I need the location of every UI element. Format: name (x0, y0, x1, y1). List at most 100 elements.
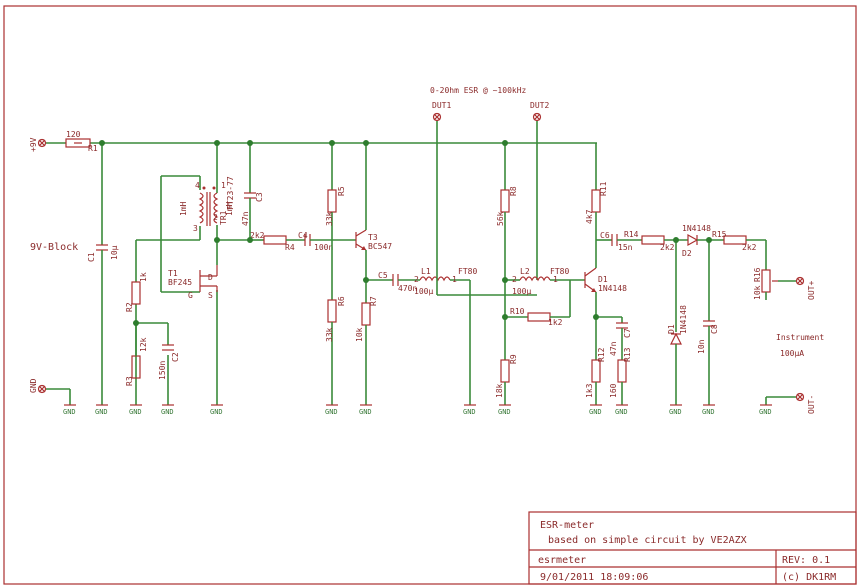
r13-value: 160 (609, 383, 618, 398)
c3-name: C3 (255, 192, 264, 202)
jfet-t1: T1 BF245 D G S (168, 265, 218, 300)
t1-pin-g: G (188, 291, 193, 300)
t2-name: T3 (368, 233, 378, 242)
junction-dot (214, 237, 220, 243)
esr-note: 0-20hm ESR @ ~100kHz (430, 86, 527, 95)
t1-pin-d: D (208, 273, 213, 282)
t1-pin-s: S (208, 291, 213, 300)
tr1-value-primary: 1mH (179, 201, 188, 216)
r14-name: R14 (624, 230, 639, 239)
c8-name: C8 (710, 324, 719, 334)
c2-value: 150n (158, 361, 167, 380)
ground-label: GND (759, 408, 772, 416)
resistor-r2: R2 1k (125, 272, 148, 312)
title-block-datetime: 9/01/2011 18:09:06 (540, 572, 648, 583)
ground-label: GND (325, 408, 338, 416)
junction-dot (502, 314, 508, 320)
tr1-core: FT23-77 (226, 176, 235, 210)
junction-dot (329, 140, 335, 146)
instrument-label: Instrument (776, 333, 824, 342)
r11-value: 4k7 (585, 209, 594, 224)
capacitor-c4: C4 100n (298, 231, 356, 252)
c1-value: 10µ (110, 245, 119, 260)
r4-value: 2k2 (250, 231, 265, 240)
resistor-r7: R7 10k (355, 280, 378, 405)
r1-name: R1 (88, 144, 98, 153)
junction-dot (706, 237, 712, 243)
transistor-t2: T3 BC547 (355, 143, 392, 280)
ground-label: GND (463, 408, 476, 416)
resistor-r4: 2k2 R4 (250, 231, 305, 252)
supply-label: +9V (29, 137, 38, 152)
c7-name: C7 (623, 328, 632, 338)
t3-value: 1N4148 (598, 284, 627, 293)
dut1-connector[interactable]: DUT1 (432, 101, 451, 122)
r7-name: R7 (369, 296, 378, 306)
tr1-pin-1: 1 (221, 181, 226, 190)
t3-name: D1 (598, 275, 608, 284)
r8-value: 56k (496, 211, 505, 226)
r5-value: 33k (325, 211, 334, 226)
l1-value: 100µ (414, 287, 433, 296)
r5-name: R5 (337, 186, 346, 196)
title-block: ESR-meter based on simple circuit by VE2… (528, 511, 857, 585)
resistor-r1: 120 R1 (65, 130, 98, 153)
c3-value: 47n (241, 211, 250, 226)
junction-dot (593, 314, 599, 320)
resistor-r3: R3 12k (125, 335, 148, 386)
r2-name: R2 (125, 302, 134, 312)
r16-value: 10k (753, 285, 762, 300)
out-plus-connector[interactable]: OUT+ (795, 276, 817, 301)
r9-value: 18k (495, 383, 504, 398)
r3-value: 12k (139, 337, 148, 352)
capacitor-c2: C2 150n (158, 344, 180, 380)
junction-dot (502, 277, 508, 283)
tr1-value-secondary: 1mH (225, 201, 234, 216)
ground-label: GND (359, 408, 372, 416)
c4-value: 100n (314, 243, 333, 252)
capacitor-c8: C8 10n (697, 240, 719, 405)
supply-connector[interactable]: +9V (29, 137, 47, 152)
tr1-pin-2: 2 (213, 213, 218, 222)
title-block-revision: REV: 0.1 (782, 555, 830, 566)
gnd-input-connector[interactable]: GND (29, 378, 71, 405)
r12-value: 1k3 (585, 383, 594, 398)
l2-value: 100µ (512, 287, 531, 296)
junction-dot (133, 320, 139, 326)
r15-value: 2k2 (742, 243, 757, 252)
resistor-r9: R9 18k (495, 354, 518, 405)
ground-label: GND (589, 408, 602, 416)
ground-label: GND (161, 408, 174, 416)
junction-dot (247, 140, 253, 146)
r7-value: 10k (355, 327, 364, 342)
l2-name: L2 (520, 267, 530, 276)
out-minus-connector[interactable]: OUT- (765, 392, 816, 415)
dut2-connector[interactable]: DUT2 (530, 101, 549, 122)
ground-label: GND (615, 408, 628, 416)
r8-name: R8 (509, 186, 518, 196)
inductor-l2: L2 100µ FT80 2 1 (505, 267, 585, 296)
title-block-title: ESR-meter (540, 520, 594, 531)
c8-value: 10n (697, 339, 706, 354)
r16-name: R16 (753, 267, 762, 282)
potentiometer-r16: R16 10k (753, 267, 796, 300)
ground-label: GND (210, 408, 223, 416)
l1-name: L1 (421, 267, 431, 276)
c6-name: C6 (600, 231, 610, 240)
c6-value: 15n (618, 243, 633, 252)
transformer-tr1: 1mH 1mH TR1 FT23-77 4 1 3 2 (179, 176, 235, 233)
d2-value: 1N4148 (682, 224, 711, 233)
r12-name: R12 (597, 347, 606, 362)
r13-name: R13 (623, 347, 632, 362)
l1-pin-1: 1 (452, 275, 457, 284)
d1-name: D1 (667, 324, 676, 334)
schematic-frame (3, 5, 857, 585)
r10-value: 1k2 (548, 318, 563, 327)
resistor-r8: R8 56k (496, 143, 518, 360)
junction-dot (502, 140, 508, 146)
junction-dot (247, 237, 253, 243)
title-block-filename: esrmeter (538, 555, 586, 566)
resistor-r15: R15 2k2 (712, 230, 767, 270)
resistor-r6: R6 33k (325, 296, 346, 405)
ground-label: GND (129, 408, 142, 416)
